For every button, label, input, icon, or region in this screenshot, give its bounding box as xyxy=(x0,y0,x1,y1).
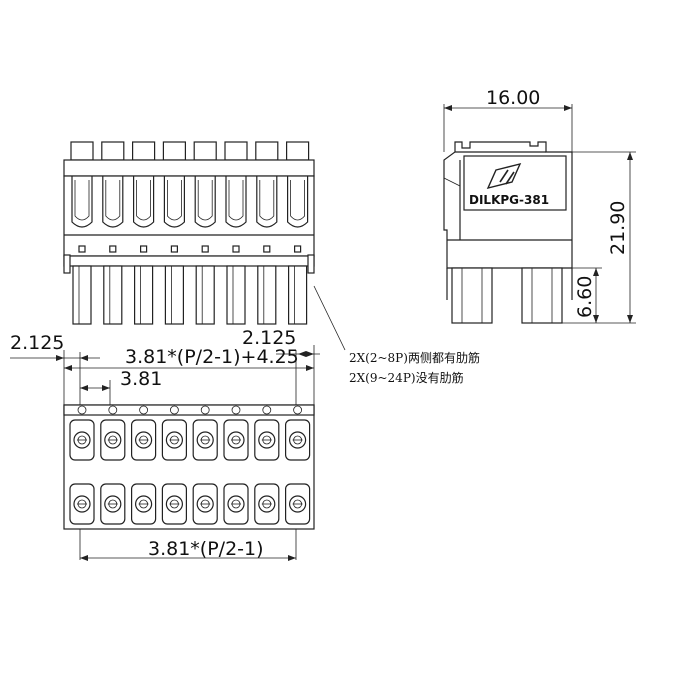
front-tab xyxy=(70,141,94,161)
front-window xyxy=(201,245,209,253)
screw-top xyxy=(196,431,214,449)
front-tab xyxy=(224,141,248,161)
screw-top xyxy=(289,431,307,449)
side-view: 16.00 DILKPG-381 21.90 xyxy=(443,87,636,324)
screw-top xyxy=(165,431,183,449)
bottom-view: 2.125 2.125 3.81*(P/2-1)+4.25 3.81 3.81 xyxy=(10,327,320,561)
front-window xyxy=(294,245,302,253)
rib-mark xyxy=(293,405,303,415)
front-window xyxy=(170,245,178,253)
front-leg xyxy=(257,265,277,325)
dim-pin-span: 3.81*(P/2-1) xyxy=(148,538,264,560)
screw-bottom xyxy=(196,495,214,513)
screw-top xyxy=(135,431,153,449)
front-window xyxy=(232,245,240,253)
screw-top xyxy=(258,431,276,449)
front-slot xyxy=(194,176,216,228)
screw-bottom xyxy=(104,495,122,513)
dim-right-offset: 2.125 xyxy=(242,327,296,349)
screw-top xyxy=(227,431,245,449)
rib-mark xyxy=(262,405,272,415)
rib-note: 2X(2~8P)两侧都有肋筋 2X(9~24P)没有肋筋 xyxy=(313,285,480,385)
note-rib-without: 2X(9~24P)没有肋筋 xyxy=(349,370,464,385)
front-tab xyxy=(286,141,310,161)
dim-height-side: 21.90 xyxy=(607,201,629,255)
rib-mark xyxy=(139,405,149,415)
screw-top xyxy=(104,431,122,449)
screw-bottom xyxy=(289,495,307,513)
front-tab xyxy=(193,141,217,161)
front-slot-inner xyxy=(228,180,244,221)
screw-bottom xyxy=(165,495,183,513)
front-slot-inner xyxy=(197,180,213,221)
front-slot xyxy=(102,176,124,228)
front-leg xyxy=(103,265,123,325)
front-leg xyxy=(226,265,246,325)
note-rib-with: 2X(2~8P)两侧都有肋筋 xyxy=(349,350,480,365)
dim-pin-side: 6.60 xyxy=(574,276,596,318)
front-leg xyxy=(195,265,215,325)
screw-bottom xyxy=(227,495,245,513)
screw-bottom xyxy=(258,495,276,513)
logo-text: DILKPG-381 xyxy=(469,193,549,207)
screw-top xyxy=(73,431,91,449)
screw-bottom xyxy=(135,495,153,513)
front-slot-inner xyxy=(74,180,90,221)
front-slot-inner xyxy=(136,180,151,221)
dim-left-offset: 2.125 xyxy=(10,332,64,354)
front-slot xyxy=(71,176,93,228)
front-slot-inner xyxy=(105,180,121,221)
front-tab xyxy=(255,141,279,161)
rib-mark xyxy=(231,405,241,415)
dim-overall-width: 3.81*(P/2-1)+4.25 xyxy=(125,346,299,368)
front-window xyxy=(263,245,271,253)
dim-width-side: 16.00 xyxy=(486,87,540,109)
front-slot xyxy=(287,176,309,228)
front-leg xyxy=(134,265,154,325)
dim-pitch: 3.81 xyxy=(120,368,162,390)
front-slot xyxy=(225,176,247,228)
logo-icon xyxy=(486,162,522,190)
front-tab xyxy=(132,141,156,161)
front-slot xyxy=(133,176,155,228)
front-leg xyxy=(72,265,92,325)
screw-bottom xyxy=(73,495,91,513)
front-tab xyxy=(162,141,186,161)
front-window xyxy=(78,245,86,253)
rib-mark xyxy=(200,405,210,415)
rib-mark xyxy=(108,405,118,415)
front-slot xyxy=(163,176,185,228)
front-view xyxy=(63,141,315,325)
front-window xyxy=(140,245,148,253)
front-leg xyxy=(164,265,184,325)
rib-mark xyxy=(169,405,179,415)
front-slot xyxy=(256,176,278,228)
front-window xyxy=(109,245,117,253)
front-tab xyxy=(101,141,125,161)
front-slot-inner xyxy=(290,180,305,221)
front-slot-inner xyxy=(259,180,275,221)
rib-mark xyxy=(77,405,87,415)
front-slot-inner xyxy=(167,180,182,221)
front-leg xyxy=(288,265,308,325)
